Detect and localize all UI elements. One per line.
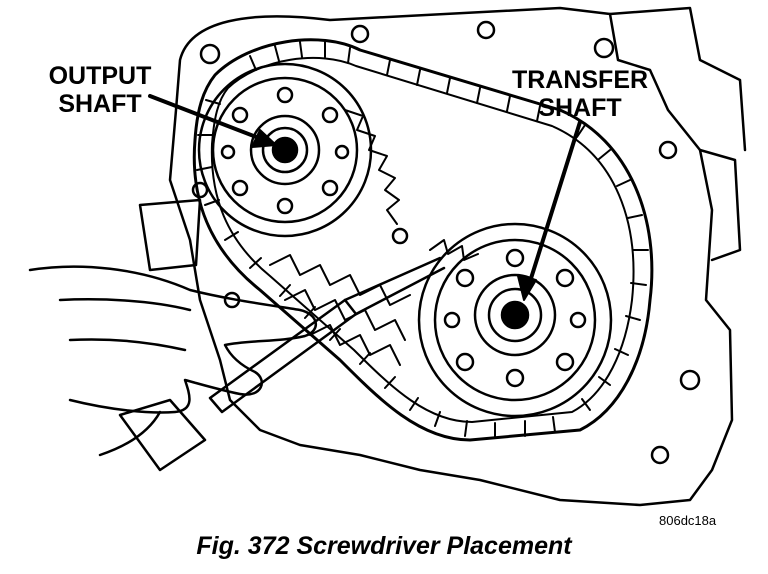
- transfer-shaft-label-line1: TRANSFER: [511, 66, 649, 94]
- bolt-hole: [650, 445, 670, 465]
- figure-id: 806dc18a: [659, 513, 717, 528]
- bolt-hole: [658, 140, 678, 160]
- figure-caption: Fig. 372 Screwdriver Placement: [196, 532, 572, 560]
- bolt-hole: [476, 20, 496, 40]
- bolt-hole: [391, 227, 409, 245]
- bolt-hole: [679, 369, 701, 391]
- hand: [28, 265, 317, 457]
- bolt-hole: [199, 43, 221, 65]
- output-shaft-label-line1: OUTPUT: [48, 62, 152, 90]
- screwdriver: [208, 256, 446, 414]
- drive-chain: [192, 38, 654, 442]
- transfer-shaft-sprocket: [417, 222, 613, 418]
- bolt-hole: [350, 24, 370, 44]
- transfer-shaft-label-line2: SHAFT: [538, 94, 622, 122]
- sprocket-teeth: [344, 109, 400, 225]
- transfer-arrowhead: [517, 275, 537, 301]
- output-shaft-arrow: [148, 94, 266, 142]
- case-housing: [168, 6, 734, 507]
- output-arrowhead: [251, 129, 277, 148]
- bolt-hole: [593, 37, 615, 59]
- chain-slack: [269, 254, 411, 366]
- output-shaft-label: OUTPUT SHAFT: [40, 62, 160, 118]
- transfer-shaft-arrow: [526, 120, 582, 290]
- transfer-shaft-label: TRANSFER SHAFT: [508, 66, 652, 122]
- output-shaft-sprocket: [197, 62, 373, 238]
- output-shaft-label-line2: SHAFT: [58, 90, 142, 118]
